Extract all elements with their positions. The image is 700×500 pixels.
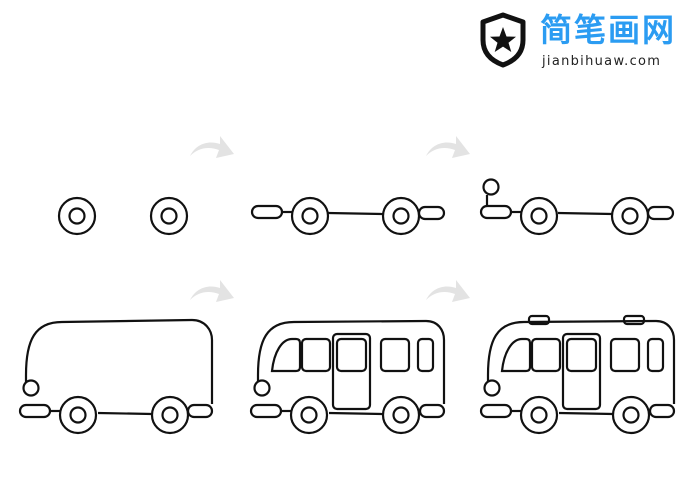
logo-url: jianbihuaw.com	[542, 54, 662, 69]
curved-arrow-icon	[426, 136, 470, 158]
shield-star-icon	[480, 12, 526, 68]
site-logo[interactable]: 简笔画网 jianbihuaw.com	[470, 8, 695, 73]
step-2-chassis	[250, 196, 446, 236]
step-3-headlight	[479, 178, 675, 236]
curved-arrow-icon	[190, 280, 234, 302]
logo-title: 简笔画网	[540, 11, 677, 49]
step-5-windows	[249, 319, 446, 435]
step-4-body	[18, 318, 214, 435]
curved-arrow-icon	[426, 280, 470, 302]
curved-arrow-icon	[190, 136, 234, 158]
step-1-wheels	[57, 196, 189, 236]
step-6-roof-vents	[479, 314, 676, 435]
